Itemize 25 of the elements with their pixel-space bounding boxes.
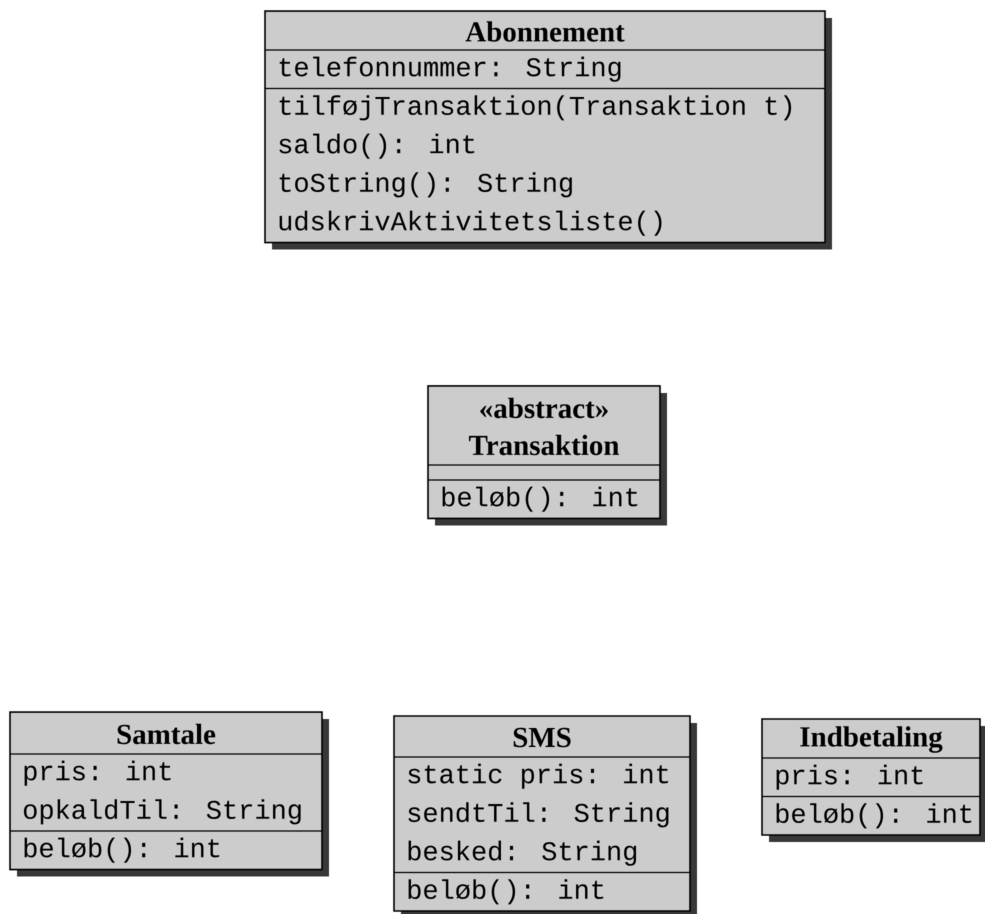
attribute-text: pris: int xyxy=(776,764,923,790)
method-text: beløb(): int xyxy=(24,838,220,863)
method-text: udskrivAktivitetsliste() xyxy=(280,210,662,236)
attribute-text: static pris: int xyxy=(408,764,668,789)
method-text: beløb(): int xyxy=(776,803,972,828)
attribute-text: pris: int xyxy=(24,760,171,786)
class-name: «abstract» Transaktion xyxy=(468,398,620,456)
attribute-text: telefonnummer: String xyxy=(280,56,620,82)
method-text: beløb(): int xyxy=(442,486,638,512)
method-text: saldo(): int xyxy=(279,134,474,159)
class-name: SMS xyxy=(514,728,571,748)
attribute-text: sendtTil: String xyxy=(408,802,668,828)
class-box xyxy=(264,10,832,250)
class-box xyxy=(427,385,667,526)
attribute-text: besked: String xyxy=(408,840,636,866)
method-text: toString(): String xyxy=(280,172,572,198)
class-box xyxy=(761,718,985,842)
class-name: Abonnement xyxy=(466,21,625,42)
method-text: tilføjTransaktion(Transaktion t) xyxy=(280,95,792,120)
attribute-text: opkaldTil: String xyxy=(24,799,301,824)
class-name: Indbetaling xyxy=(800,726,942,753)
class-name: Samtale xyxy=(118,724,216,744)
method-text: beløb(): int xyxy=(408,879,604,904)
class-box xyxy=(9,711,329,876)
class-box xyxy=(393,715,697,914)
